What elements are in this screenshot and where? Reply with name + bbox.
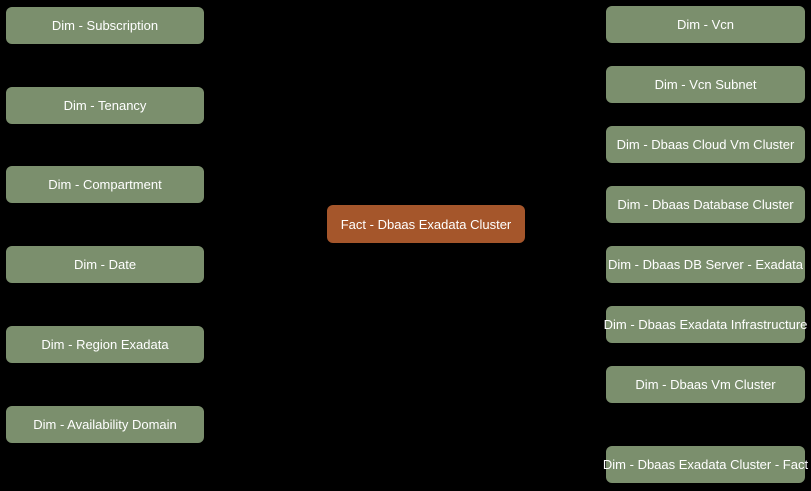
node-dim-date[interactable]: Dim - Date	[6, 246, 204, 283]
node-label: Dim - Region Exadata	[41, 337, 169, 352]
node-label: Dim - Tenancy	[63, 98, 147, 113]
node-label: Dim - Date	[73, 257, 137, 272]
node-dim-dbaas-cloud-vm-cluster[interactable]: Dim - Dbaas Cloud Vm Cluster	[606, 126, 805, 163]
node-dim-vcn[interactable]: Dim - Vcn	[606, 6, 805, 43]
node-label: Dim - Dbaas Cloud Vm Cluster	[616, 137, 795, 152]
node-dim-compartment[interactable]: Dim - Compartment	[6, 166, 204, 203]
node-dim-region-exadata[interactable]: Dim - Region Exadata	[6, 326, 204, 363]
node-dim-dbaas-exadata-infrastructure[interactable]: Dim - Dbaas Exadata Infrastructure	[603, 306, 808, 343]
node-label: Dim - Subscription	[51, 18, 159, 33]
node-label: Dim - Dbaas Vm Cluster	[635, 377, 776, 392]
node-dim-dbaas-vm-cluster[interactable]: Dim - Dbaas Vm Cluster	[606, 366, 805, 403]
node-dim-vcn-subnet[interactable]: Dim - Vcn Subnet	[606, 66, 805, 103]
node-dim-dbaas-db-server-exadata[interactable]: Dim - Dbaas DB Server - Exadata	[606, 246, 805, 283]
node-label: Fact - Dbaas Exadata Cluster	[340, 216, 512, 232]
node-label: Dim - Compartment	[48, 177, 162, 192]
node-dim-tenancy[interactable]: Dim - Tenancy	[6, 87, 204, 124]
node-label: Dim - Dbaas Database Cluster	[617, 197, 794, 212]
node-dim-availability-domain[interactable]: Dim - Availability Domain	[6, 406, 204, 443]
node-label: Dim - Availability Domain	[33, 417, 177, 432]
node-label: Dim - Vcn	[676, 17, 735, 32]
node-fact-dbaas-exadata-cluster[interactable]: Fact - Dbaas Exadata Cluster	[327, 205, 525, 243]
node-dim-dbaas-database-cluster[interactable]: Dim - Dbaas Database Cluster	[606, 186, 805, 223]
node-label: Dim - Vcn Subnet	[654, 77, 757, 92]
node-dim-dbaas-exadata-cluster-fact[interactable]: Dim - Dbaas Exadata Cluster - Fact	[602, 446, 809, 483]
node-dim-subscription[interactable]: Dim - Subscription	[6, 7, 204, 44]
node-label: Dim - Dbaas Exadata Cluster - Fact	[602, 457, 809, 472]
node-label: Dim - Dbaas DB Server - Exadata	[607, 257, 804, 272]
node-label: Dim - Dbaas Exadata Infrastructure	[603, 317, 808, 332]
